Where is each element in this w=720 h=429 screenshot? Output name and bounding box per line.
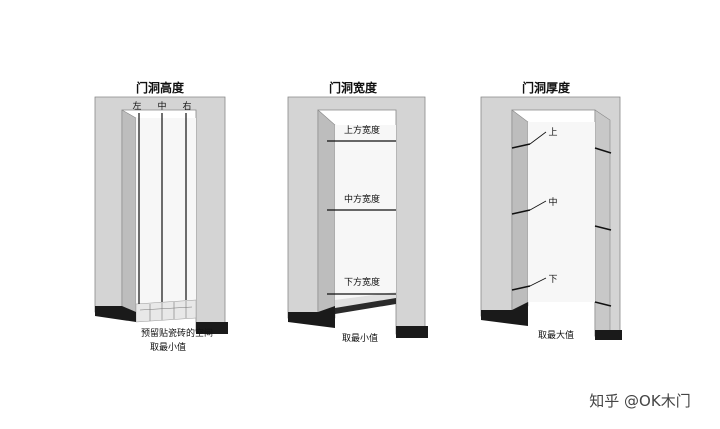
- note-take-min: 取最小值: [342, 332, 378, 344]
- panel-title: 门洞高度: [136, 80, 185, 95]
- base-right: [595, 330, 622, 340]
- note-take-max: 取最大值: [538, 329, 574, 341]
- panel-title: 门洞宽度: [329, 80, 378, 95]
- marker-top: 上: [548, 127, 557, 138]
- panel-thickness: 门洞厚度 上 中 下 取最大值: [480, 80, 622, 341]
- base-left: [288, 306, 335, 328]
- base-right: [196, 322, 228, 334]
- note-reserve-tile-space: 预留贴瓷砖的空间: [141, 327, 213, 339]
- floor-strip: [135, 299, 197, 323]
- base-left: [481, 302, 528, 326]
- watermark: 知乎 @OK木门: [589, 392, 690, 410]
- panel-title: 门洞厚度: [522, 80, 571, 95]
- marker-middle: 中: [157, 100, 166, 112]
- jamb-left-face: [121, 109, 137, 319]
- base-left: [95, 306, 136, 322]
- panel-width: 门洞宽度 上方宽度 中方宽度 下方宽度 取最小值: [287, 80, 428, 344]
- base-right: [396, 326, 428, 338]
- marker-right: 右: [182, 100, 191, 112]
- base-center: [335, 298, 396, 314]
- marker-middle: 中: [548, 196, 557, 208]
- marker-bottom: 下: [548, 275, 557, 285]
- marker-left: 左: [132, 100, 141, 112]
- marker-bottom-width: 下方宽度: [344, 276, 380, 288]
- panel-height: 门洞高度 左 中 右 预留贴瓷砖的空间 取最小值: [94, 80, 228, 353]
- marker-middle-width: 中方宽度: [344, 193, 380, 205]
- jamb-left-face: [317, 109, 336, 323]
- marker-top-width: 上方宽度: [344, 124, 380, 136]
- note-take-min: 取最小值: [150, 341, 186, 353]
